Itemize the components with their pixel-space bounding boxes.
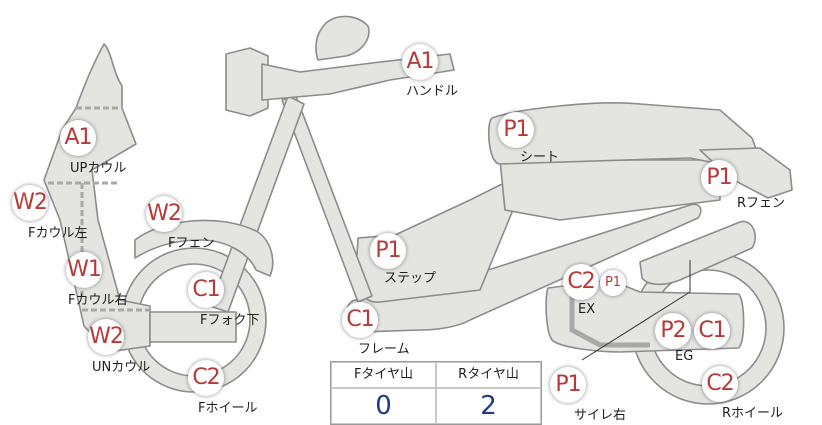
part-label-step: ステップ <box>384 271 437 286</box>
grade-badge-r-wheel[interactable]: C2 <box>702 366 738 402</box>
front-tread-header: Fタイヤ山 <box>331 362 436 388</box>
rear-tread-header: Rタイヤ山 <box>436 362 541 388</box>
part-label-r-wheel: Rホイール <box>722 406 784 421</box>
rear-frame-shape <box>499 159 721 221</box>
part-label-r-fender: Rフェン <box>737 196 786 211</box>
grade-badge-step[interactable]: P1 <box>370 233 406 269</box>
rear-tread-value[interactable]: 2 <box>436 388 541 424</box>
grade-badge-un-cowl[interactable]: W2 <box>88 319 124 355</box>
grade-badge-f-cowl-left[interactable]: W2 <box>12 185 48 221</box>
part-label-engine: EG <box>675 349 694 364</box>
headlamp-shape <box>225 47 269 117</box>
grade-badge-exhaust-secondary[interactable]: P1 <box>600 270 626 296</box>
grade-badge-f-wheel[interactable]: C2 <box>188 360 224 396</box>
grade-badge-f-fender[interactable]: W2 <box>146 196 182 232</box>
part-label-f-cowl-right: Fカウル右 <box>68 293 128 308</box>
grade-badge-f-cowl-right[interactable]: W1 <box>66 252 102 288</box>
grade-badge-r-fender[interactable]: P1 <box>701 160 737 196</box>
front-tread-value[interactable]: 0 <box>331 388 436 424</box>
grade-badge-f-fork-lower[interactable]: C1 <box>188 272 224 308</box>
grade-badge-handle[interactable]: A1 <box>402 44 438 80</box>
grade-badge-seat[interactable]: P1 <box>498 112 534 148</box>
part-label-un-cowl: UNカウル <box>92 360 151 375</box>
seat-shape <box>487 102 761 169</box>
grade-badge-engine-secondary[interactable]: C1 <box>694 313 730 349</box>
part-label-f-fender: Fフェン <box>168 236 215 251</box>
part-label-seat: シート <box>520 150 560 165</box>
part-label-up-cowl: UPカウル <box>70 161 127 176</box>
grade-badge-engine[interactable]: P2 <box>655 313 691 349</box>
front-fender-shape <box>134 219 274 277</box>
part-label-exhaust: EX <box>578 302 596 317</box>
under-cowl-panel-shape <box>149 311 237 343</box>
exhaust-pipe-shape <box>569 290 650 348</box>
cowl-division-lines <box>48 106 150 312</box>
part-label-handle: ハンドル <box>406 84 459 99</box>
part-label-f-wheel: Fホイール <box>198 401 258 416</box>
part-label-f-fork-lower: Fフォク下 <box>200 313 260 328</box>
mirror-shape <box>315 15 370 61</box>
part-label-f-cowl-left: Fカウル左 <box>28 226 88 241</box>
exhaust-shape <box>639 220 756 286</box>
muffler-leader-line <box>581 291 691 361</box>
front-fork-shape <box>209 95 305 313</box>
grade-badge-frame[interactable]: C1 <box>342 302 378 338</box>
grade-badge-exhaust[interactable]: C2 <box>563 264 599 300</box>
grade-badge-up-cowl[interactable]: A1 <box>60 120 96 156</box>
grade-badge-muffler-right[interactable]: P1 <box>550 367 586 403</box>
tire-tread-table: Fタイヤ山 Rタイヤ山 0 2 <box>330 361 542 425</box>
part-label-frame: フレーム <box>358 342 410 357</box>
part-label-muffler-right: サイレ右 <box>574 408 627 423</box>
